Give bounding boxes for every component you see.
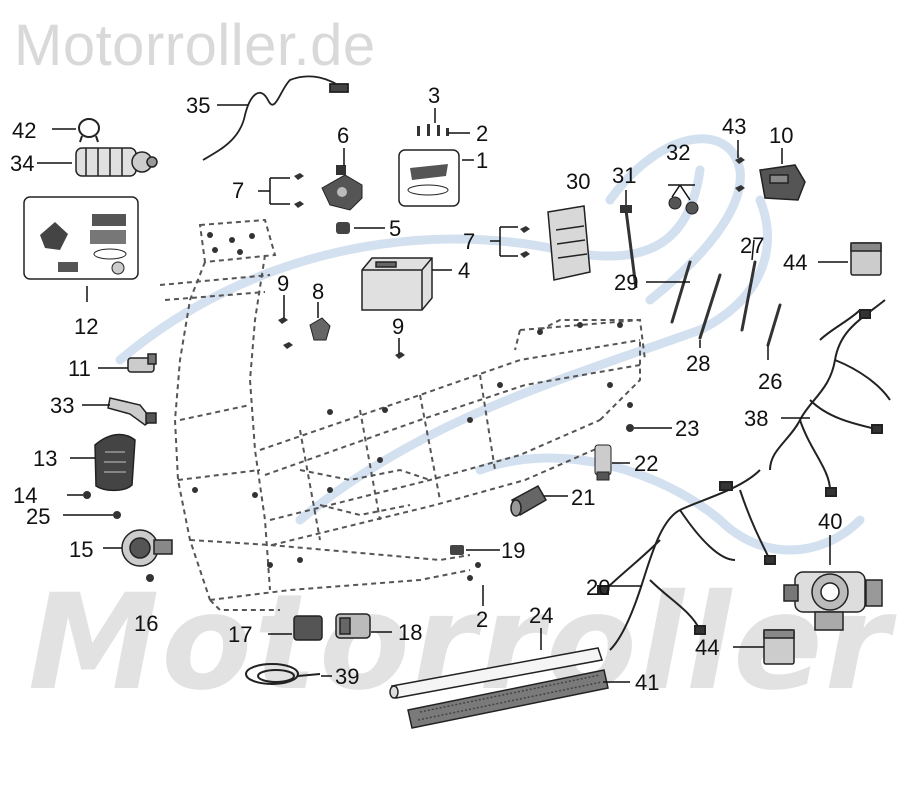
callout-16: 16 — [134, 611, 158, 636]
part-3-screws — [417, 124, 449, 136]
callout-10: 10 — [769, 123, 793, 148]
frame-mount-points — [192, 232, 633, 568]
callout-44-top: 44 — [783, 250, 807, 275]
part-7-bolts-right — [520, 226, 530, 258]
part-18-connector — [335, 613, 371, 639]
part-9-bolts — [278, 317, 405, 359]
background-logo — [115, 134, 865, 555]
part-17-connector — [293, 615, 323, 641]
callout-41: 41 — [635, 670, 659, 695]
callout-26: 26 — [758, 369, 782, 394]
part-7-bolts-left — [294, 173, 304, 208]
part-33-spark-plug — [107, 397, 157, 426]
callout-4: 4 — [458, 258, 470, 283]
callout-7-left: 7 — [232, 178, 244, 203]
callout-27: 27 — [740, 233, 764, 258]
callout-labels: 42 34 35 6 3 2 1 7 5 4 7 12 9 8 9 11 33 … — [10, 83, 842, 695]
watermark-site-name: Motorroller.de — [14, 13, 376, 78]
callout-33: 33 — [50, 393, 74, 418]
part-38-harness — [769, 299, 891, 497]
part-32-nuts — [668, 196, 699, 215]
part-42-ring — [78, 118, 100, 143]
part-44-relay-bottom — [763, 629, 795, 665]
callout-24: 24 — [529, 603, 553, 628]
part-8-sensor — [309, 317, 331, 341]
part-12-kit — [23, 196, 139, 280]
callout-30: 30 — [566, 169, 590, 194]
part-21-sleeve — [510, 484, 548, 517]
callout-22: 22 — [634, 451, 658, 476]
callout-8: 8 — [312, 279, 324, 304]
frame-assembly — [159, 218, 646, 611]
callout-1: 1 — [476, 148, 488, 173]
callout-43: 43 — [722, 114, 746, 139]
callout-19: 19 — [501, 538, 525, 563]
callout-38: 38 — [744, 406, 768, 431]
part-41-mesh-sleeve — [407, 669, 609, 729]
part-4-module — [361, 257, 433, 311]
callout-44-bottom: 44 — [695, 635, 719, 660]
part-1-kit — [398, 149, 460, 207]
part-43-screws — [735, 157, 745, 192]
callout-2-top: 2 — [476, 121, 488, 146]
callout-28: 28 — [686, 351, 710, 376]
part-16-bolt — [146, 574, 154, 582]
part-13-cover — [94, 433, 136, 492]
callout-31: 31 — [612, 163, 636, 188]
callout-23: 23 — [675, 416, 699, 441]
callout-7-right: 7 — [463, 229, 475, 254]
callout-20: 20 — [586, 575, 610, 600]
part-22-sensor — [594, 444, 612, 481]
callout-6: 6 — [337, 123, 349, 148]
callout-9-center: 9 — [392, 314, 404, 339]
part-39-cable — [245, 663, 321, 685]
part-15-horn — [121, 529, 173, 567]
part-31-bolt — [620, 205, 638, 289]
leader-lines — [37, 104, 848, 683]
callout-42: 42 — [12, 118, 36, 143]
part-10-housing — [759, 164, 806, 201]
callout-35: 35 — [186, 93, 210, 118]
part-30-ecu — [547, 205, 591, 281]
watermark-center: Motorroller — [28, 566, 892, 720]
part-19-clip — [450, 545, 464, 555]
callout-40: 40 — [818, 509, 842, 534]
part-5-bolt — [336, 222, 350, 234]
callout-5: 5 — [389, 216, 401, 241]
callout-34: 34 — [10, 151, 34, 176]
part-14-25-bolts — [83, 491, 121, 519]
callout-39: 39 — [335, 664, 359, 689]
part-20-harness — [597, 469, 776, 651]
part-23-nut — [626, 424, 634, 432]
callout-9-left: 9 — [277, 271, 289, 296]
part-2-screws-bottom — [467, 562, 481, 581]
callout-11: 11 — [68, 356, 91, 381]
callout-15: 15 — [69, 537, 93, 562]
callout-32: 32 — [666, 140, 690, 165]
callout-2-bottom: 2 — [476, 607, 488, 632]
callout-25: 25 — [26, 504, 50, 529]
callout-14: 14 — [13, 483, 37, 508]
callout-17: 17 — [228, 622, 252, 647]
callout-21: 21 — [571, 485, 595, 510]
part-40-throttle-body — [783, 571, 883, 631]
part-11-connector — [127, 353, 157, 373]
part-6-switch — [321, 165, 363, 211]
callout-12: 12 — [74, 314, 98, 339]
part-35-wire — [202, 75, 349, 161]
part-26-29-rods — [670, 260, 782, 347]
callout-29: 29 — [614, 270, 638, 295]
callout-3: 3 — [428, 83, 440, 108]
callout-18: 18 — [398, 620, 422, 645]
part-24-tube — [389, 647, 603, 699]
part-44-relay-top — [850, 242, 882, 276]
callout-13: 13 — [33, 446, 57, 471]
part-34-cylinder — [75, 147, 158, 177]
